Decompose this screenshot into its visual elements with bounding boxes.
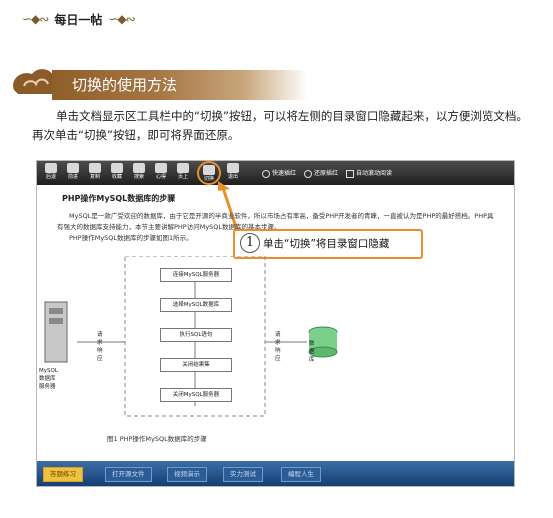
callout-text: 单击“切换”将目录窗口隐藏 [263, 238, 390, 250]
notes-icon [155, 163, 167, 173]
exit-button[interactable]: 退出 [223, 163, 243, 183]
toggle-button[interactable]: 切换 [197, 161, 221, 185]
copy-button[interactable]: 复制 [85, 163, 105, 183]
exit-icon [227, 163, 239, 173]
intro-text: 单击文档显示区工具栏中的“切换”按钮，可以将左侧的目录窗口隐藏起来，以方便浏览文… [32, 109, 528, 142]
back-button[interactable]: 后退 [41, 163, 61, 183]
flow-step-4: 关闭结果集 [160, 358, 232, 372]
response-label-right: 响应 [275, 348, 281, 362]
page-up-button[interactable]: 页上 [173, 163, 193, 183]
server-icon [44, 301, 68, 363]
restore-highlight-option[interactable]: 还原插红 [304, 168, 338, 178]
daily-post-label: 每日一帖 [54, 12, 103, 27]
callout-box: 1 单击“切换”将目录窗口隐藏 [233, 229, 423, 259]
bottom-video-button[interactable]: 视频演示 [167, 467, 207, 482]
bottom-exercise-button[interactable]: 答题练习 [43, 467, 83, 482]
request-label-right: 请求 [275, 332, 281, 346]
toggle-icon [203, 165, 215, 175]
search-button[interactable]: 搜索 [129, 163, 149, 183]
auto-scroll-checkbox[interactable]: 自动滚动阅读 [346, 168, 392, 178]
callout-number: 1 [240, 233, 260, 253]
cloud-swirl-icon [13, 69, 63, 94]
forward-icon [67, 163, 79, 173]
favorite-button[interactable]: 收藏 [107, 163, 127, 183]
search-icon [133, 163, 145, 173]
notes-button[interactable]: 心得 [151, 163, 171, 183]
app-screenshot: 后退 前进 复制 收藏 搜索 心得 页上 切换 退出 快速插红 还原插红 自动滚… [36, 160, 515, 487]
section-title: 切换的使用方法 [72, 76, 178, 94]
flow-step-5: 关闭MySQL服务器 [160, 388, 232, 402]
favorite-icon [111, 163, 123, 173]
daily-post-header: ∽◆∾ 每日一帖 ∽◆∾ [22, 6, 136, 32]
response-label-left: 响应 [97, 348, 103, 362]
back-icon [45, 163, 57, 173]
doc-heading: PHP操作MySQL数据库的步骤 [62, 194, 176, 203]
copy-icon [89, 163, 101, 173]
request-label-left: 请求 [97, 332, 103, 346]
fast-highlight-option[interactable]: 快速插红 [262, 168, 296, 178]
db-label: 数据库 [309, 341, 315, 363]
forward-button[interactable]: 前进 [63, 163, 83, 183]
toolbar: 后退 前进 复制 收藏 搜索 心得 页上 切换 退出 快速插红 还原插红 自动滚… [37, 161, 514, 185]
bottom-test-button[interactable]: 实力测试 [223, 467, 263, 482]
intro-paragraph: 单击文档显示区工具栏中的“切换”按钮，可以将左侧的目录窗口隐藏起来，以方便浏览文… [32, 107, 538, 145]
doc-paragraph-1: MySQL是一款广受欢迎的数据库，由于它是开源的半商业软件，所以市场占有率高，备… [57, 212, 494, 231]
bottom-coder-life-button[interactable]: 编程人生 [281, 467, 321, 482]
bottom-bar: 答题练习 打开源文件 视频演示 实力测试 编程人生 [37, 461, 514, 486]
doc-paragraph-2: PHP操作MySQL数据库的步骤如图1所示。 [69, 234, 193, 242]
ornament-right: ∽◆∾ [108, 12, 135, 26]
bottom-open-source-button[interactable]: 打开源文件 [105, 467, 152, 482]
page-up-icon [177, 163, 189, 173]
figure-caption: 图1 PHP操作MySQL数据库的步骤 [107, 435, 207, 443]
section-title-banner: 切换的使用方法 [8, 64, 308, 102]
doc-body: MySQL是一款广受欢迎的数据库，由于它是开源的半商业软件，所以市场占有率高，备… [57, 211, 497, 244]
flow-step-2: 选择MySQL数据库 [160, 298, 232, 312]
highlight-options: 快速插红 还原插红 自动滚动阅读 [262, 166, 392, 180]
flow-step-3: 执行SQL语句 [160, 328, 232, 342]
flow-lines [44, 256, 338, 417]
server-label: MySQL 数据库服务器 [39, 368, 58, 390]
ornament-left: ∽◆∾ [22, 12, 49, 26]
flow-step-1: 连接MySQL服务器 [160, 268, 232, 282]
